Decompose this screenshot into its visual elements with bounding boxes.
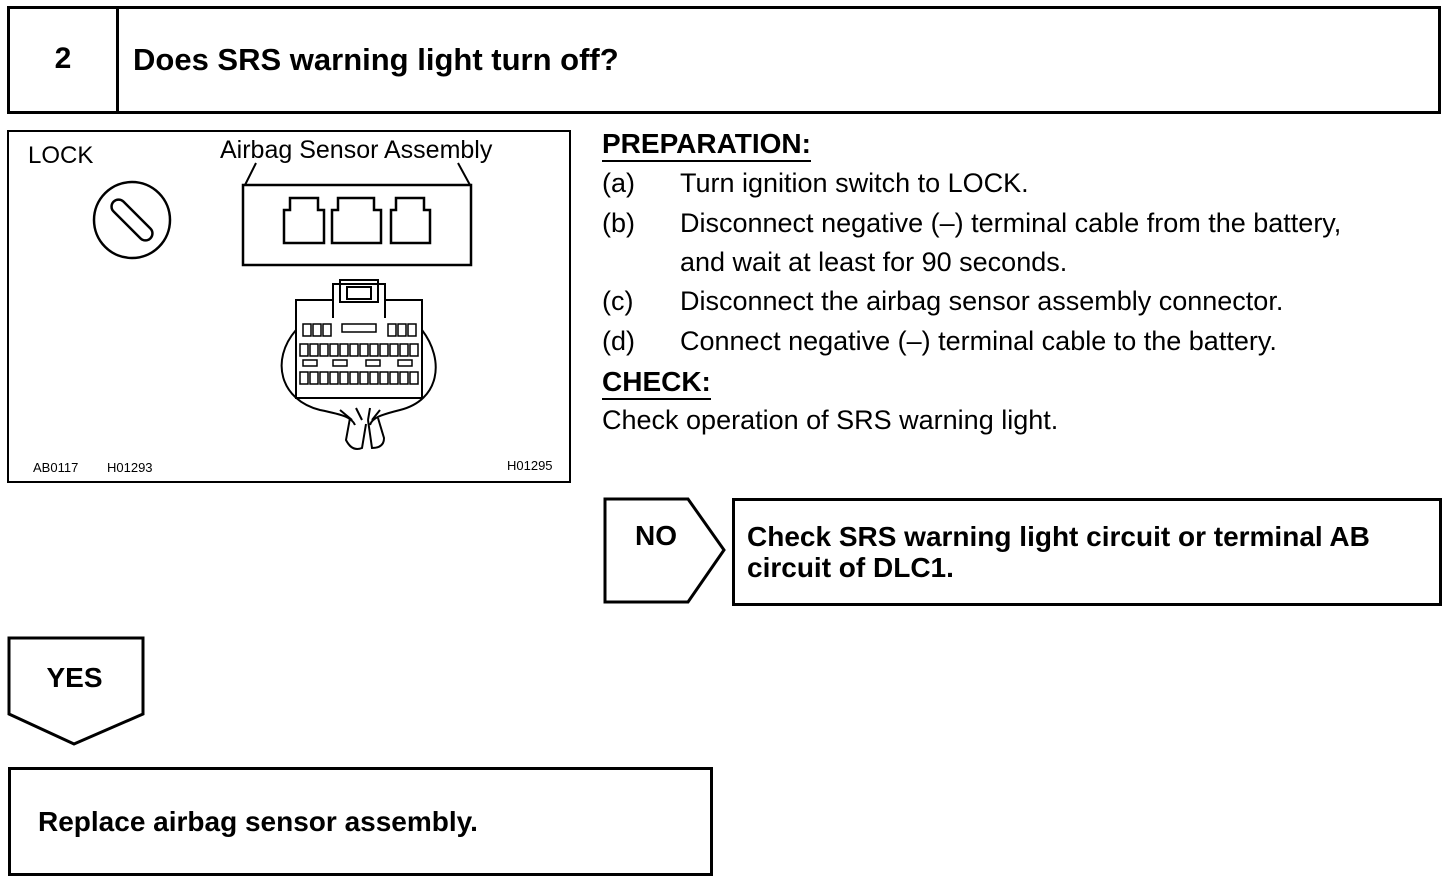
check-text: Check operation of SRS warning light. bbox=[602, 405, 1059, 435]
preparation-heading: PREPARATION: bbox=[602, 128, 811, 162]
no-result-line: Check SRS warning light circuit or termi… bbox=[747, 521, 1370, 552]
lock-label: LOCK bbox=[28, 142, 94, 169]
airbag-sensor-illustration bbox=[92, 162, 473, 450]
sensor-assembly-icon bbox=[241, 183, 473, 267]
figure-code-middle: H01293 bbox=[107, 460, 153, 475]
final-action-text: Replace airbag sensor assembly. bbox=[38, 806, 478, 837]
step-question: Does SRS warning light turn off? bbox=[133, 42, 619, 77]
step-header bbox=[7, 6, 1441, 114]
step-label: (c) bbox=[602, 286, 634, 316]
ignition-switch-icon bbox=[92, 180, 172, 260]
figure-code-right: H01295 bbox=[507, 458, 553, 473]
step-label: (b) bbox=[602, 208, 635, 238]
step-label: (a) bbox=[602, 168, 635, 198]
step-text: Disconnect negative (–) terminal cable f… bbox=[680, 208, 1342, 238]
no-result-text: Check SRS warning light circuit or termi… bbox=[747, 521, 1437, 583]
sensor-label: Airbag Sensor Assembly bbox=[220, 136, 493, 164]
check-heading: CHECK: bbox=[602, 366, 711, 400]
step-label: (d) bbox=[602, 326, 635, 356]
no-branch-label: NO bbox=[635, 520, 677, 551]
no-result-box bbox=[732, 498, 1442, 606]
no-arrow-shape bbox=[603, 497, 726, 604]
yes-branch-label: YES bbox=[46, 662, 103, 693]
step-text: Connect negative (–) terminal cable to t… bbox=[680, 326, 1277, 356]
no-result-line: circuit of DLC1. bbox=[747, 552, 954, 583]
yes-arrow-shape bbox=[7, 636, 145, 746]
step-text-continued: and wait at least for 90 seconds. bbox=[680, 247, 1068, 277]
illustration-frame bbox=[7, 130, 571, 483]
final-action-box bbox=[8, 767, 713, 876]
figure-code-left: AB0117 bbox=[33, 460, 79, 475]
harness-connector-icon bbox=[280, 279, 437, 450]
step-number: 2 bbox=[54, 42, 72, 75]
step-divider bbox=[116, 6, 119, 114]
step-text: Turn ignition switch to LOCK. bbox=[680, 168, 1029, 198]
step-text: Disconnect the airbag sensor assembly co… bbox=[680, 286, 1284, 316]
